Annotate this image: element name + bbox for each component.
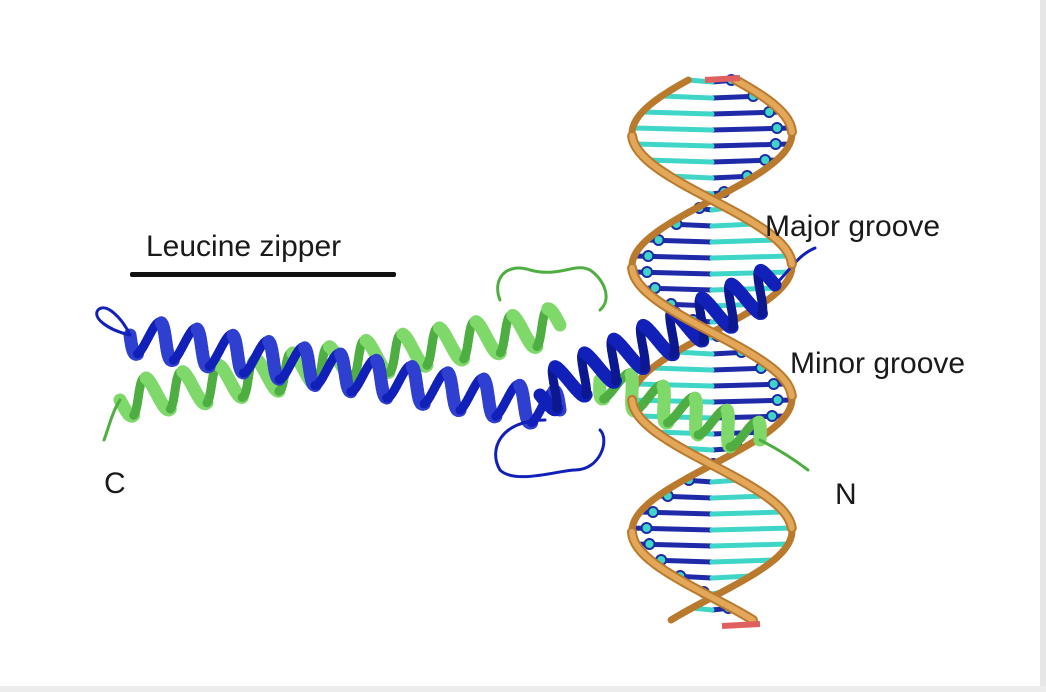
base-pair-half <box>709 557 777 565</box>
base-ring <box>766 410 779 422</box>
coil-loop <box>95 306 132 337</box>
base-ring <box>643 538 656 550</box>
coil-loop <box>496 266 608 312</box>
base-ring <box>769 138 782 150</box>
base-pair-half <box>644 157 715 165</box>
base-pair-half <box>709 269 794 277</box>
dna-strand-front <box>629 529 756 623</box>
coil-loop <box>494 418 606 479</box>
base-pair-half <box>709 237 780 245</box>
green-helix-segment <box>551 314 567 332</box>
minor-groove-label: Minor groove <box>790 347 966 380</box>
green-protein-chain <box>113 302 767 454</box>
coil-loop <box>758 438 810 472</box>
leucine-zipper-label: Leucine zipper <box>146 230 342 263</box>
dna-strand-rear <box>667 528 796 624</box>
base-pair-half <box>649 365 715 373</box>
base-ring <box>771 394 784 406</box>
base-ring <box>642 250 655 262</box>
base-ring <box>771 122 784 134</box>
dna-end-marker <box>704 75 741 83</box>
base-pair-half <box>709 541 791 549</box>
bottom-border-strip <box>0 686 1046 692</box>
major-groove-label: Major groove <box>765 210 941 243</box>
base-pair-half <box>709 493 769 501</box>
base-pair-half <box>709 253 793 261</box>
dna-strand-front <box>629 397 795 531</box>
dna-end-marker <box>721 621 761 629</box>
base-pair-half <box>631 141 715 149</box>
base-pair-half <box>659 93 715 101</box>
coil-loop <box>102 398 122 442</box>
base-pair-half <box>709 525 795 533</box>
dna-backbone-front <box>627 75 797 629</box>
dna-strand-front <box>629 133 795 267</box>
base-ring <box>641 266 654 278</box>
base-ring <box>647 506 660 518</box>
n-terminus-label: N <box>835 478 857 511</box>
c-terminus-label: C <box>104 467 126 500</box>
dna-strand-front <box>629 265 795 399</box>
base-ring <box>640 522 653 534</box>
leucine-zipper-bracket <box>130 272 396 277</box>
right-border-strip <box>1040 0 1046 692</box>
base-pair-half <box>634 381 715 389</box>
dna-strand-rear <box>628 76 692 136</box>
dna-strand-front <box>732 77 795 135</box>
base-pair-half <box>630 125 715 133</box>
base-pair-half <box>709 509 787 517</box>
base-ring <box>767 378 780 390</box>
base-pair-half <box>639 109 715 117</box>
